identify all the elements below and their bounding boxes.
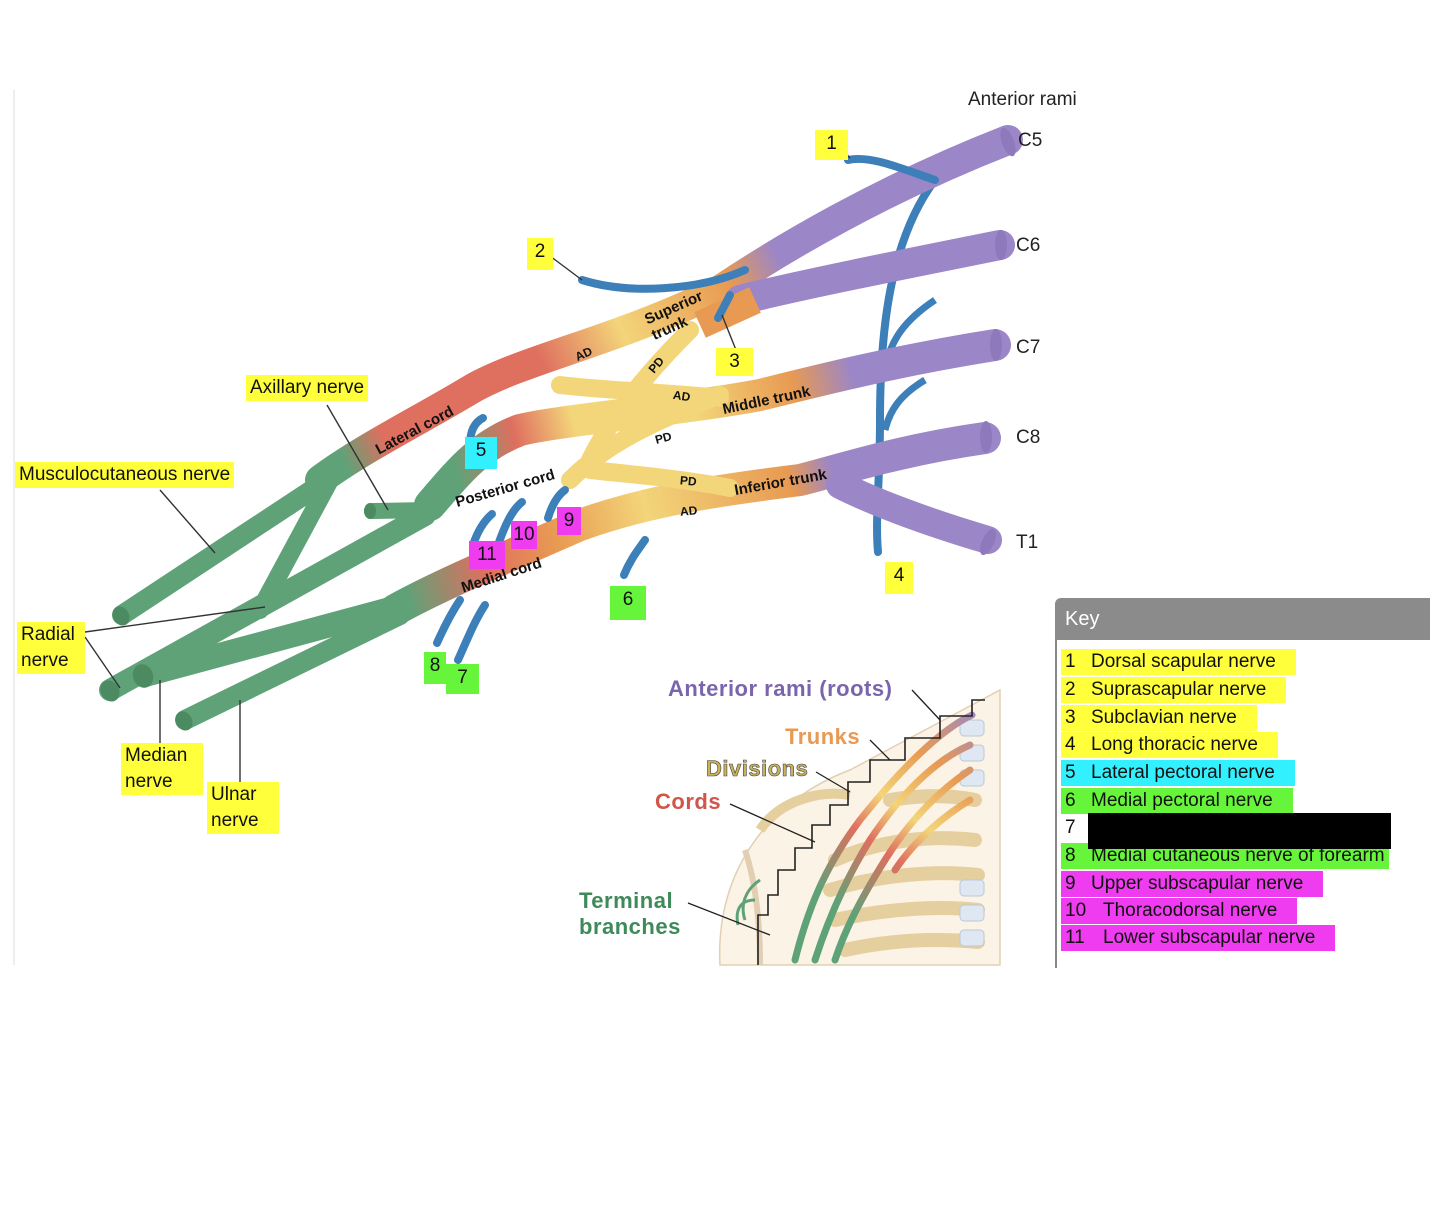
c6-root [725,230,1015,315]
key-title: Key [1065,608,1100,630]
inset-illustration [687,688,1001,966]
anterior-rami-heading: Anterior rami [968,89,1077,110]
musculocutaneous-branch [112,468,340,625]
root-label-c8: C8 [1016,427,1041,448]
medial-pectoral-branch [620,536,649,579]
radial-nerve-label: Radial nerve [17,622,85,674]
musculocutaneous-nerve-label: Musculocutaneous nerve [15,462,235,488]
ulnar-branch [175,605,410,730]
terminal-branches [99,468,438,730]
upper-pathway [305,125,1023,495]
marker-5: 5 [465,437,497,469]
upper-subscapular-branch [544,486,569,522]
key-header: Key [1055,598,1430,640]
inset-cords-label: Cords [655,789,722,814]
inset-trunks-label: Trunks [785,724,861,749]
marker-8: 8 [424,652,446,684]
root-label-t1: T1 [1016,532,1039,553]
axillary-nerve-label: Axillary nerve [246,375,369,401]
dorsal-scapular-branch [844,155,939,184]
collateral-branches [433,155,939,664]
lower-pathway [379,422,1001,626]
marker-7: 7 [446,664,479,694]
thoracodorsal-branch [494,498,526,549]
marker-1: 1 [815,130,848,160]
marker-11: 11 [469,541,505,569]
inset-terminal-branches-label: Terminal branches [579,888,681,939]
ad-label-middle: AD [672,387,692,405]
marker-2: 2 [527,238,553,270]
marker-3: 3 [716,348,753,376]
medial-cutaneous-arm-branch [454,601,489,664]
ulnar-nerve-label: Ulnar nerve [207,782,279,834]
key-item-7: 7 [1065,817,1076,838]
pd-label-inferior: PD [679,473,698,489]
marker-9: 9 [557,507,581,535]
root-label-c5: C5 [1018,130,1043,151]
medial-cutaneous-forearm-branch [433,596,464,647]
marker-10: 10 [511,521,537,549]
suprascapular-branch [578,266,749,293]
median-branch [133,593,417,687]
median-nerve-label: Median nerve [121,743,203,795]
ad-label-inferior: AD [679,503,698,519]
root-label-c7: C7 [1016,337,1041,358]
inset-anterior-rami-label: Anterior rami (roots) [668,676,893,701]
root-label-c6: C6 [1016,235,1041,256]
t1-root [826,471,1002,554]
redacted-answer-box [1088,813,1391,849]
inset-divisions-label: Divisions [706,756,809,782]
subclavian-branch [714,291,734,322]
divisions [551,321,739,497]
marker-6: 6 [610,586,646,620]
marker-4: 4 [885,562,913,594]
median-lateral-root [251,471,339,619]
